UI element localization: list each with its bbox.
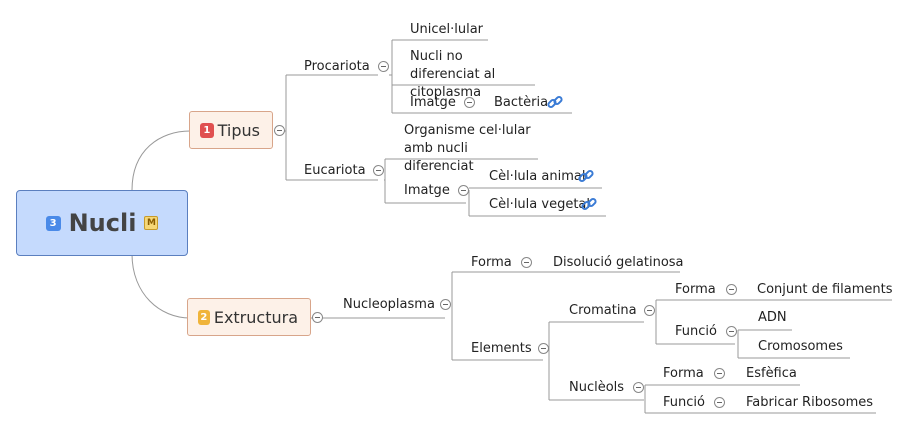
collapse-toggle[interactable]: [714, 397, 725, 408]
collapse-toggle[interactable]: [464, 97, 475, 108]
topic-conjunt-de-filaments[interactable]: Conjunt de filaments: [757, 282, 893, 297]
collapse-toggle[interactable]: [521, 257, 532, 268]
topic-disolucio-gelatinosa[interactable]: Disolució gelatinosa: [553, 255, 684, 270]
topic-organisme-cellular[interactable]: Organisme cel·lular amb nucli diferencia…: [404, 123, 531, 174]
topic-imatge[interactable]: Imatge: [410, 95, 456, 110]
root-title: Nucli: [68, 209, 137, 237]
topic-funcio[interactable]: Funció: [675, 324, 717, 339]
topic-nucleoplasma[interactable]: Nucleoplasma: [343, 297, 435, 312]
topic-cromosomes[interactable]: Cromosomes: [758, 339, 843, 354]
topic-imatge[interactable]: Imatge: [404, 183, 450, 198]
topic-funcio[interactable]: Funció: [663, 395, 705, 410]
priority-badge: 2: [198, 309, 210, 325]
link-icon[interactable]: [581, 196, 597, 212]
topic-cellula-animal[interactable]: Cèl·lula animal: [489, 169, 586, 184]
topic-label: Extructura: [213, 307, 298, 327]
topic-esfefica[interactable]: Esfèfica: [746, 366, 797, 381]
topic-procariota[interactable]: Procariota: [304, 59, 370, 74]
topic-bacteria[interactable]: Bactèria: [494, 95, 549, 110]
collapse-toggle[interactable]: [458, 185, 469, 196]
topic-eucariota[interactable]: Eucariota: [304, 163, 366, 178]
priority-badge: 3: [45, 215, 61, 231]
collapse-toggle[interactable]: [726, 284, 737, 295]
topic-forma[interactable]: Forma: [675, 282, 716, 297]
topic-label: Tipus: [217, 120, 260, 140]
topic-fabricar-ribosomes[interactable]: Fabricar Ribosomes: [746, 395, 874, 410]
topic-tipus[interactable]: 1 Tipus: [189, 111, 273, 149]
topic-forma[interactable]: Forma: [471, 255, 512, 270]
collapse-toggle[interactable]: [726, 326, 737, 337]
marker-icon: M: [144, 216, 159, 230]
topic-cellula-vegetal[interactable]: Cèl·lula vegetal: [489, 197, 590, 212]
topic-nucleols[interactable]: Nuclèols: [569, 380, 625, 395]
collapse-toggle[interactable]: [312, 312, 323, 323]
collapse-toggle[interactable]: [644, 305, 655, 316]
topic-extructura[interactable]: 2 Extructura: [187, 298, 311, 336]
link-icon[interactable]: [547, 94, 563, 110]
collapse-toggle[interactable]: [714, 368, 725, 379]
topic-adn[interactable]: ADN: [758, 310, 787, 325]
priority-badge: 1: [200, 122, 214, 138]
collapse-toggle[interactable]: [274, 125, 285, 136]
root-topic[interactable]: 3 Nucli M: [16, 190, 188, 256]
collapse-toggle[interactable]: [378, 61, 389, 72]
topic-forma[interactable]: Forma: [663, 366, 704, 381]
topic-elements[interactable]: Elements: [471, 341, 532, 356]
topic-nucli-no-diferenciat[interactable]: Nucli no diferenciat al citoplasma: [410, 49, 496, 100]
collapse-toggle[interactable]: [633, 382, 644, 393]
topic-unicellular[interactable]: Unicel·lular: [410, 22, 484, 37]
collapse-toggle[interactable]: [373, 165, 384, 176]
topic-cromatina[interactable]: Cromatina: [569, 303, 637, 318]
link-icon[interactable]: [578, 168, 594, 184]
collapse-toggle[interactable]: [440, 299, 451, 310]
collapse-toggle[interactable]: [538, 343, 549, 354]
